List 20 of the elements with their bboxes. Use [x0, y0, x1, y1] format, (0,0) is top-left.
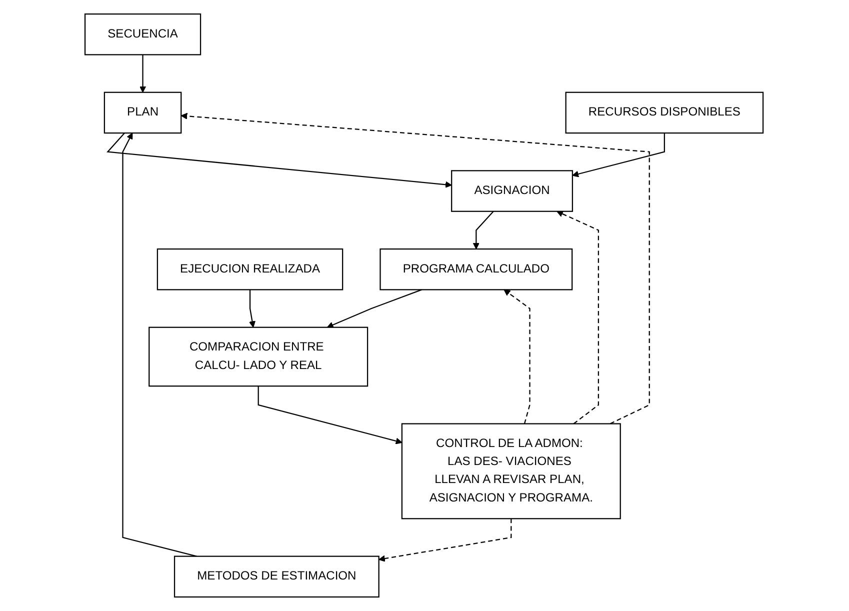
- arrow: [504, 289, 531, 424]
- node-box: PLAN: [104, 92, 182, 134]
- arrow: [140, 54, 147, 93]
- node-box: PROGRAMA CALCULADO: [380, 248, 574, 290]
- arrow: [181, 112, 650, 424]
- node-box: ASIGNACION: [452, 170, 574, 212]
- node-box: SECUENCIA: [84, 13, 202, 56]
- node-box: METODOS DE ESTIMACION: [174, 556, 380, 598]
- node-box: COMPARACION ENTRE CALCU- LADO Y REAL: [149, 326, 369, 387]
- arrow: [572, 133, 666, 178]
- node-box: CONTROL DE LA ADMON: LAS DES- VIACIONES LLEVAN A REVISAR PLAN, ASIGNACION Y PROGRAMA.: [402, 423, 622, 520]
- arrow: [258, 386, 403, 444]
- arrow: [327, 289, 422, 328]
- arrow: [379, 518, 512, 562]
- arrow: [557, 210, 600, 424]
- arrow: [249, 290, 256, 328]
- node-box: RECURSOS DISPONIBLES: [566, 92, 764, 134]
- arrow: [107, 132, 452, 188]
- arrow: [473, 210, 494, 250]
- node-box: EJECUCION REALIZADA: [157, 248, 344, 290]
